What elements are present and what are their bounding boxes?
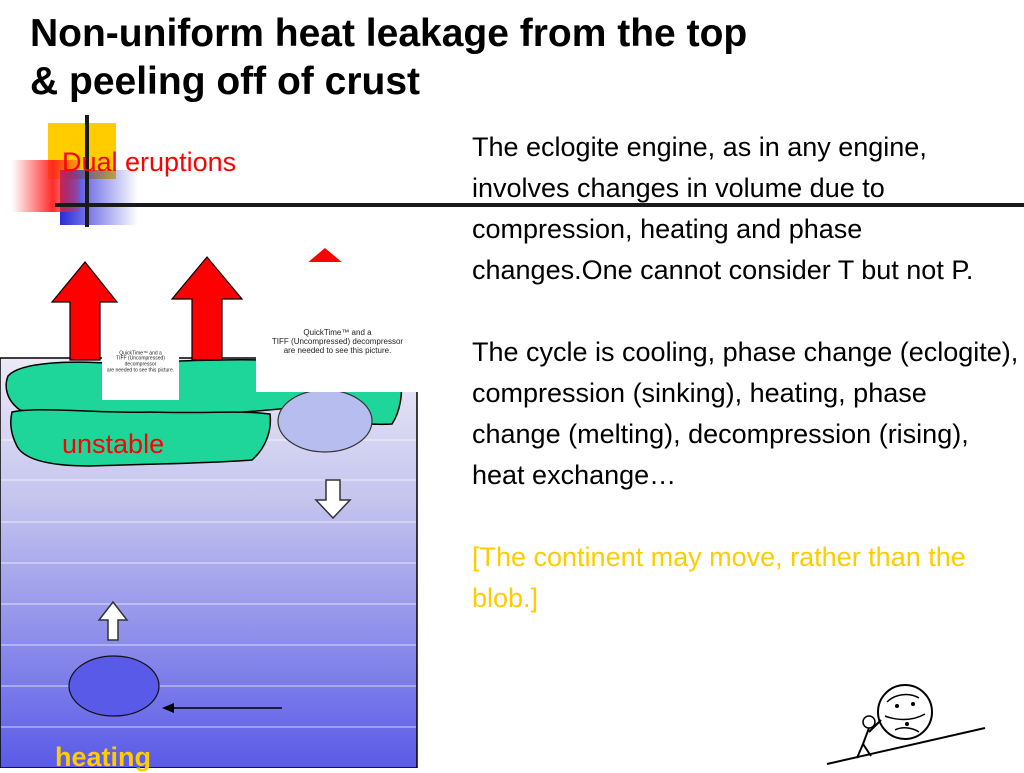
placeholder-line: QuickTime™ and a: [119, 350, 162, 356]
sinking-blob: [277, 389, 373, 453]
red-up-arrow-icon: [50, 261, 119, 361]
paragraph-continent-note: [The continent may move, rather than the…: [472, 542, 966, 613]
unstable-label: unstable: [62, 429, 165, 459]
red-up-arrow-icon: [306, 248, 344, 264]
crust-lower: [10, 409, 272, 467]
horizontal-rule: [55, 203, 1024, 207]
missing-picture-placeholder-large: QuickTime™ and a TIFF (Uncompressed) dec…: [256, 262, 419, 392]
paragraph-engine: The eclogite engine, as in any engine, i…: [472, 132, 974, 285]
placeholder-line: TIFF (Uncompressed) decompressor: [271, 337, 404, 347]
placeholder-line: are needed to see this picture.: [283, 346, 392, 356]
slide-title-line-1: Non-uniform heat leakage from the top: [30, 12, 748, 55]
decorative-corner-squares: [12, 115, 138, 227]
placeholder-line: are needed to see this picture.: [106, 367, 175, 374]
hollow-up-arrow-icon: [97, 600, 129, 641]
vertical-rule: [85, 115, 89, 227]
slide-title: Non-uniform heat leakage from the top & …: [30, 10, 930, 106]
slide-title-line-2: & peeling off of crust: [30, 60, 420, 103]
missing-picture-placeholder-small: QuickTime™ and a TIFF (Uncompressed) dec…: [102, 325, 179, 400]
red-up-arrow-icon: [170, 256, 244, 361]
left-arrow-head: [162, 703, 174, 713]
placeholder-line: TIFF (Uncompressed) decompressor: [116, 355, 165, 368]
body-text: The eclogite engine, as in any engine, i…: [472, 127, 1022, 619]
hollow-down-arrow-icon: [314, 479, 352, 520]
paragraph-cycle: The cycle is cooling, phase change (eclo…: [472, 337, 1019, 490]
placeholder-line: QuickTime™ and a: [303, 328, 372, 337]
dual-eruptions-label: Dual eruptions: [62, 147, 237, 177]
rising-blob: [68, 655, 160, 717]
sisyphus-boulder-clipart: [826, 684, 986, 765]
heating-label: heating: [55, 742, 152, 772]
